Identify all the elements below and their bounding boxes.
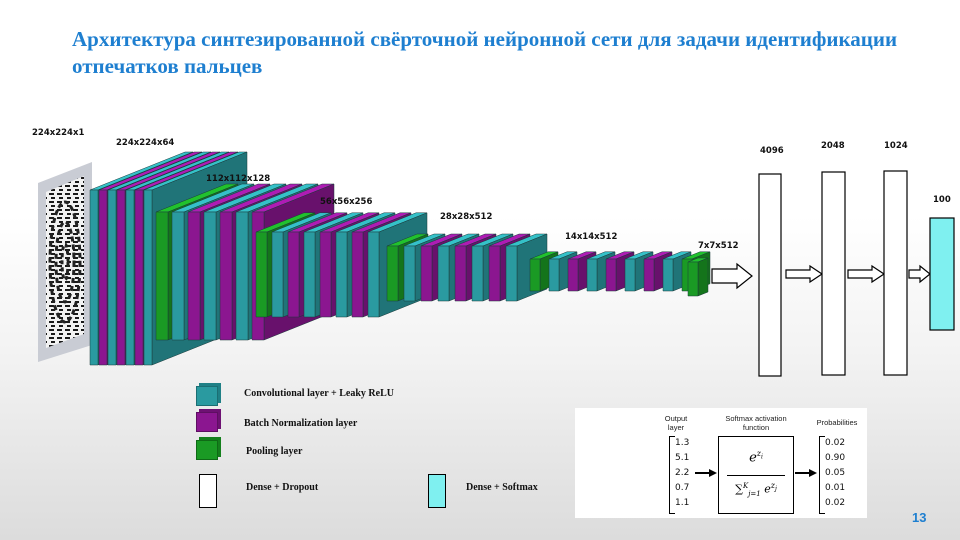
dim-label-dense3: 1024 xyxy=(884,141,908,151)
legend-bn-swatch xyxy=(196,412,218,432)
batch-norm-layer xyxy=(605,258,617,292)
dim-label-block1: 224x224x64 xyxy=(116,138,175,148)
dense-arrow-icon xyxy=(847,264,886,284)
output-value: 5.1 xyxy=(675,453,690,463)
probabilities-header: Probabilities xyxy=(816,418,858,427)
conv-layer xyxy=(505,245,518,302)
conv-layer xyxy=(471,245,484,302)
legend-pool-swatch xyxy=(196,440,218,460)
legend-softmax-swatch xyxy=(428,474,446,508)
conv-layer xyxy=(367,231,380,318)
dim-label-block5: 14x14x512 xyxy=(565,232,618,242)
pooling-layer-side xyxy=(697,257,709,297)
conv-layer xyxy=(335,231,348,318)
pooling-layer xyxy=(529,258,541,292)
softmax-output-layer xyxy=(929,217,955,331)
output-value: 1.3 xyxy=(675,438,690,448)
softmax-formula: ezi ∑Kj=1 ezj xyxy=(718,436,794,514)
legend-bn-label: Batch Normalization layer xyxy=(244,418,358,429)
output-value: 2.2 xyxy=(675,468,690,478)
output-vector: 1.3 5.1 2.2 0.7 1.1 xyxy=(669,436,699,514)
conv-layer xyxy=(203,211,217,341)
batch-norm-layer xyxy=(643,258,655,292)
conv-layer xyxy=(125,189,135,366)
fingerprint-input-image xyxy=(38,162,92,362)
conv-layer xyxy=(171,211,185,341)
batch-norm-layer xyxy=(420,245,433,302)
output-layer-header: Output layer xyxy=(664,414,688,432)
legend-dense-label: Dense + Dropout xyxy=(246,482,319,493)
dim-label-block4: 28x28x512 xyxy=(440,212,493,222)
conv-layer xyxy=(548,258,560,292)
legend-conv-swatch xyxy=(196,386,218,406)
conv-layer xyxy=(303,231,316,318)
conv-layer xyxy=(403,245,416,302)
flatten-arrow-icon xyxy=(711,262,753,290)
legend-softmax-label: Dense + Softmax xyxy=(466,482,538,493)
batch-norm-layer xyxy=(454,245,467,302)
batch-norm-layer xyxy=(287,231,300,318)
flow-arrows xyxy=(711,262,931,290)
batch-norm-layer xyxy=(219,211,233,341)
dim-label-block3: 56x56x256 xyxy=(320,197,373,207)
dim-label-block2: 112x112x128 xyxy=(206,174,271,184)
slide-title: Архитектура синтезированной свёрточной н… xyxy=(72,27,898,78)
softmax-illustration: Output layer Softmax activation function… xyxy=(575,408,867,518)
conv-layer xyxy=(662,258,674,292)
conv-layer xyxy=(586,258,598,292)
formula-denominator: ∑Kj=1 ezj xyxy=(735,481,777,498)
output-value: 1.1 xyxy=(675,498,690,508)
batch-norm-layer xyxy=(319,231,332,318)
dim-label-input: 224x224x1 xyxy=(32,128,85,138)
legend-conv-label: Convolutional layer + Leaky ReLU xyxy=(244,388,394,399)
batch-norm-layer xyxy=(351,231,364,318)
softmax-function-header: Softmax activation function xyxy=(725,414,787,432)
conv-layer xyxy=(235,211,249,341)
page-number: 13 xyxy=(912,510,927,525)
pooling-layer xyxy=(155,211,169,341)
batch-norm-layer xyxy=(116,189,126,366)
conv-layer xyxy=(143,189,153,366)
legend-dense-swatch xyxy=(199,474,217,508)
dense-arrow-icon xyxy=(785,264,824,284)
layer-stack xyxy=(89,151,711,366)
dense-layer-2048 xyxy=(821,171,846,376)
batch-norm-layer xyxy=(187,211,201,341)
formula-numerator: ezi xyxy=(749,449,763,466)
probability-value: 0.01 xyxy=(825,483,846,493)
arrow-right-icon xyxy=(795,469,817,477)
dense-layer-4096 xyxy=(758,173,782,377)
output-value: 0.7 xyxy=(675,483,690,493)
conv-layer xyxy=(437,245,450,302)
dim-label-dense1: 4096 xyxy=(760,146,784,156)
conv-layer xyxy=(89,189,99,366)
pooling-layer xyxy=(386,245,399,302)
dim-label-pool5: 7x7x512 xyxy=(698,241,739,251)
pooling-layer xyxy=(687,261,699,297)
probability-value: 0.02 xyxy=(825,438,846,448)
probability-value: 0.05 xyxy=(825,468,846,478)
batch-norm-layer xyxy=(488,245,501,302)
pooling-layer xyxy=(255,231,268,318)
conv-layer xyxy=(271,231,284,318)
probability-value: 0.90 xyxy=(825,453,846,463)
dim-label-output: 100 xyxy=(933,195,951,205)
dense-arrow-icon xyxy=(908,264,931,284)
legend-pool-label: Pooling layer xyxy=(246,446,303,457)
conv-layer xyxy=(107,189,117,366)
probability-vector: 0.02 0.90 0.05 0.01 0.02 xyxy=(819,436,853,514)
batch-norm-layer xyxy=(567,258,579,292)
batch-norm-layer xyxy=(98,189,108,366)
conv-layer xyxy=(624,258,636,292)
probability-value: 0.02 xyxy=(825,498,846,508)
dim-label-dense2: 2048 xyxy=(821,141,845,151)
dense-layer-1024 xyxy=(883,170,908,376)
formula-fraction-line xyxy=(727,475,785,476)
arrow-right-icon xyxy=(695,469,717,477)
batch-norm-layer xyxy=(134,189,144,366)
